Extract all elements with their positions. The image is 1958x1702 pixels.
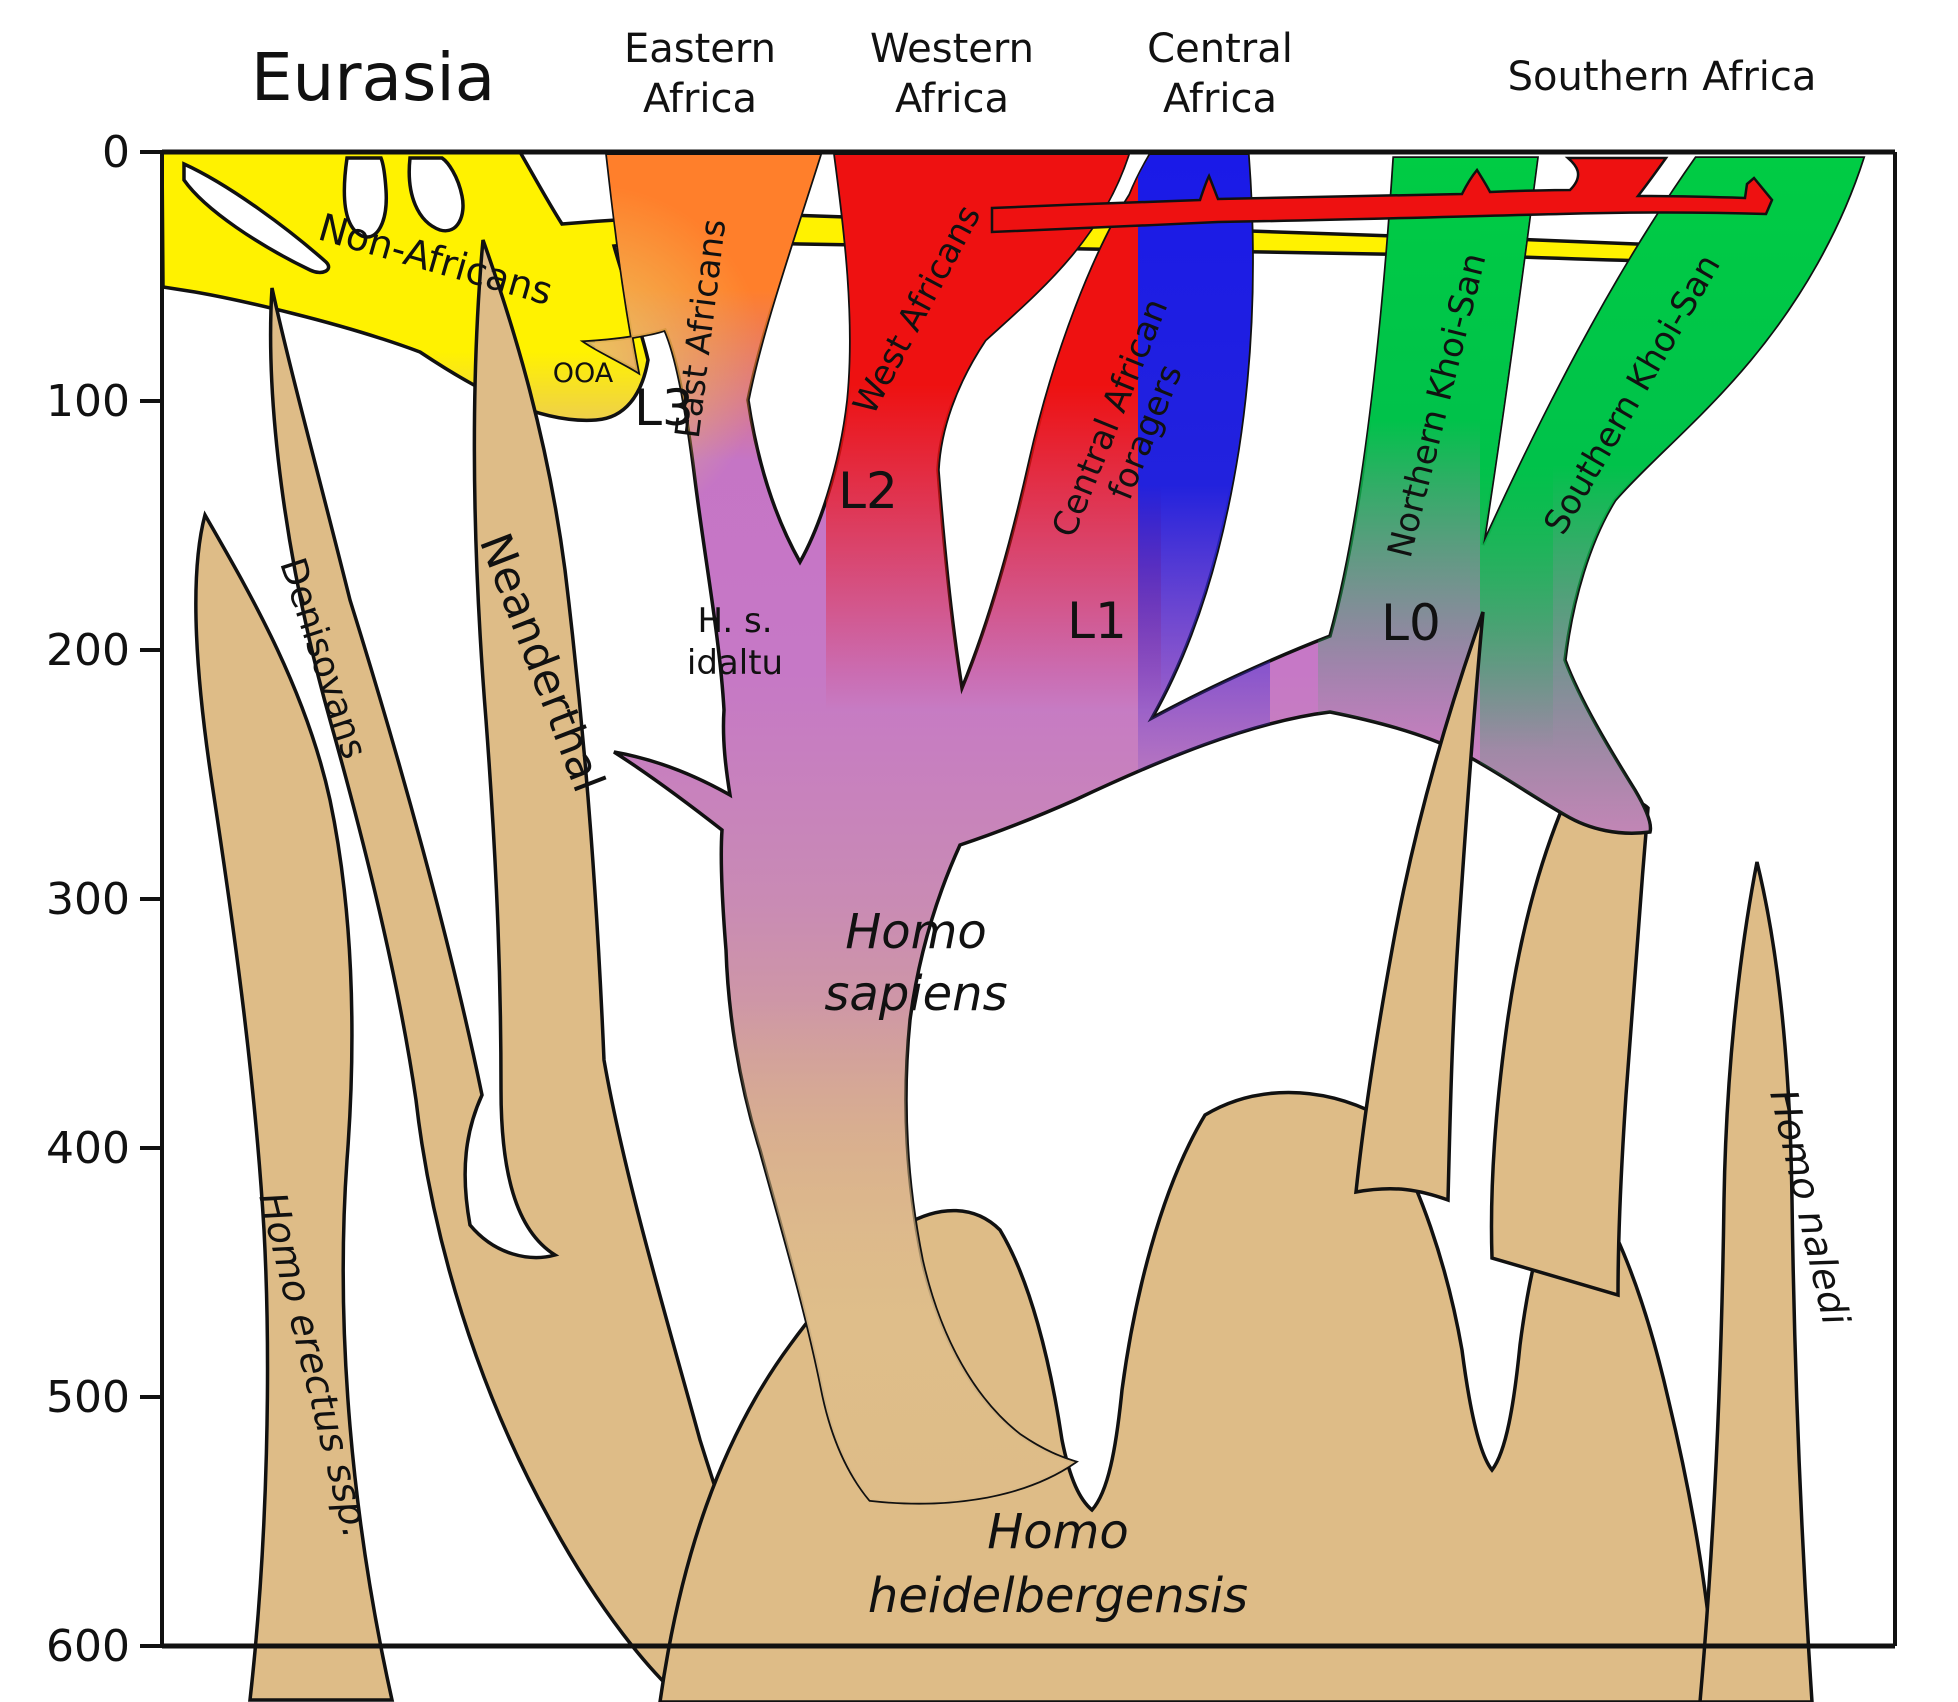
branch-deep-african-right (1489, 788, 1650, 1298)
region-headers: Eurasia Eastern Africa Western Africa Ce… (251, 26, 1817, 122)
axis-tick-labels: 0 100 200 300 400 500 600 (46, 127, 130, 1672)
region-western-africa-2: Africa (895, 76, 1009, 122)
axis-ticks (140, 150, 162, 1648)
tick-300: 300 (46, 874, 130, 925)
tick-200: 200 (46, 625, 130, 676)
label-l3: L3 (634, 379, 694, 437)
label-idaltu-1: H. s. (697, 601, 772, 641)
region-eastern-africa-2: Africa (643, 76, 757, 122)
region-central-africa-1: Central (1147, 26, 1293, 72)
label-l2: L2 (838, 462, 898, 520)
tick-500: 500 (46, 1372, 130, 1423)
label-ooa: OOA (553, 358, 614, 389)
haplogroup-labels: L3 L2 L1 L0 (634, 379, 1441, 652)
branch-archaic-ghost-spike (1354, 611, 1485, 1203)
label-heidelbergensis-1: Homo (987, 1504, 1129, 1560)
region-eastern-africa-1: Eastern (624, 26, 776, 72)
region-eurasia: Eurasia (251, 39, 495, 116)
label-l1: L1 (1067, 592, 1127, 650)
region-western-africa-1: Western (870, 26, 1034, 72)
tick-600: 600 (46, 1621, 130, 1672)
label-homo-sapiens-2: sapiens (824, 966, 1007, 1022)
region-central-africa-2: Africa (1163, 76, 1277, 122)
label-l0: L0 (1381, 594, 1441, 652)
branch-denisovans-neanderthal (268, 239, 792, 1702)
label-homo-sapiens-1: Homo (845, 904, 987, 960)
branch-homo-naledi (1698, 861, 1814, 1702)
tick-400: 400 (46, 1123, 130, 1174)
tick-0: 0 (102, 127, 130, 178)
label-idaltu-2: idaltu (687, 643, 783, 683)
tick-100: 100 (46, 376, 130, 427)
migration-band-red (990, 156, 1774, 234)
region-southern-africa: Southern Africa (1508, 54, 1817, 100)
label-heidelbergensis-2: heidelbergensis (868, 1568, 1248, 1624)
branch-homo-erectus (194, 510, 395, 1702)
